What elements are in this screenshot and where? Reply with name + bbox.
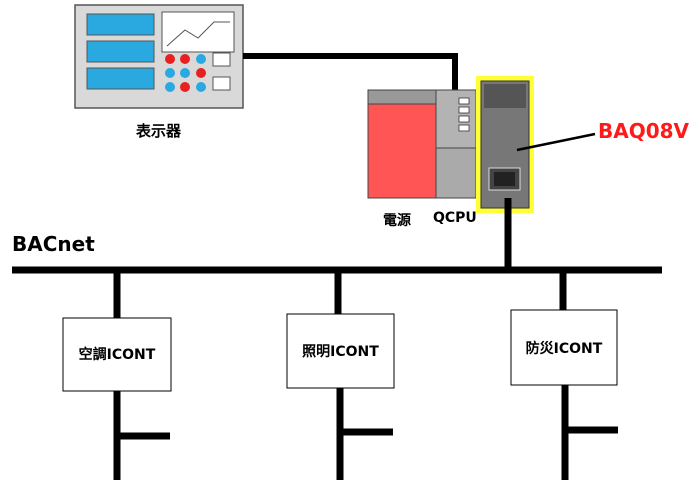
power-label: 電源 [383, 213, 411, 229]
display-link [243, 53, 458, 90]
baq08v-module [476, 76, 534, 213]
subnet-3 [561, 385, 618, 480]
controller-label-hvac: 空調ICONT [78, 347, 156, 363]
subnet-2 [336, 388, 393, 480]
trend-graph [166, 21, 230, 47]
network-label: BACnet [12, 232, 95, 256]
controller-label-lighting: 照明ICONT [302, 344, 379, 360]
cpu-unit [435, 89, 477, 199]
module-pointer [516, 132, 596, 152]
subnet-1 [113, 391, 170, 480]
cpu-label: QCPU [433, 210, 477, 226]
controller-label-fire: 防災ICONT [525, 341, 603, 357]
display-panel [74, 4, 244, 109]
display-label: 表示器 [136, 122, 182, 140]
module-label: BAQ08V [598, 119, 690, 143]
controller-box-2 [286, 313, 395, 389]
power-unit [367, 89, 437, 199]
